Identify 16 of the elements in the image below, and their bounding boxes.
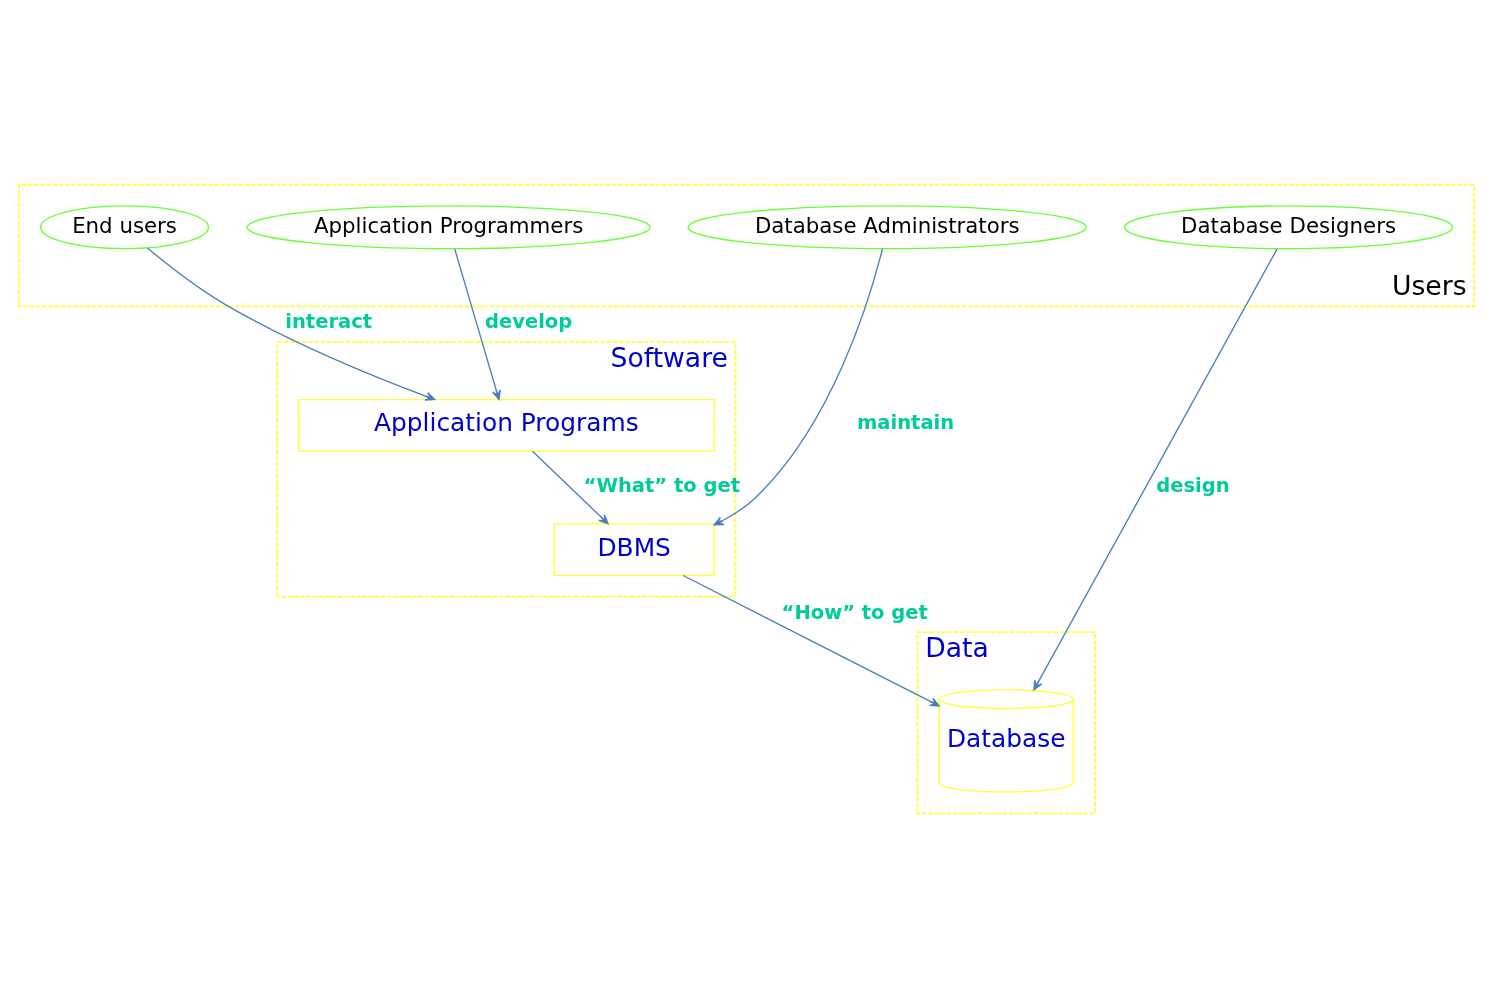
edge-label: develop	[485, 309, 573, 333]
node-ellipse: Database Designers	[1123, 204, 1454, 249]
node-box: DBMS	[553, 522, 715, 576]
arrow	[531, 450, 609, 524]
arrow	[146, 246, 436, 401]
arrow	[713, 247, 884, 526]
edge-label: “How” to get	[781, 600, 928, 624]
node-ellipse: Database Administrators	[687, 204, 1088, 249]
edge-label: design	[1156, 473, 1230, 497]
edge-label: maintain	[857, 410, 955, 434]
edge-label: interact	[285, 309, 373, 333]
node-ellipse: End users	[39, 204, 210, 249]
arrow	[454, 247, 501, 400]
arrow	[1033, 247, 1278, 690]
node-ellipse: Application Programmers	[246, 204, 651, 249]
node-box: Application Programs	[297, 398, 715, 452]
